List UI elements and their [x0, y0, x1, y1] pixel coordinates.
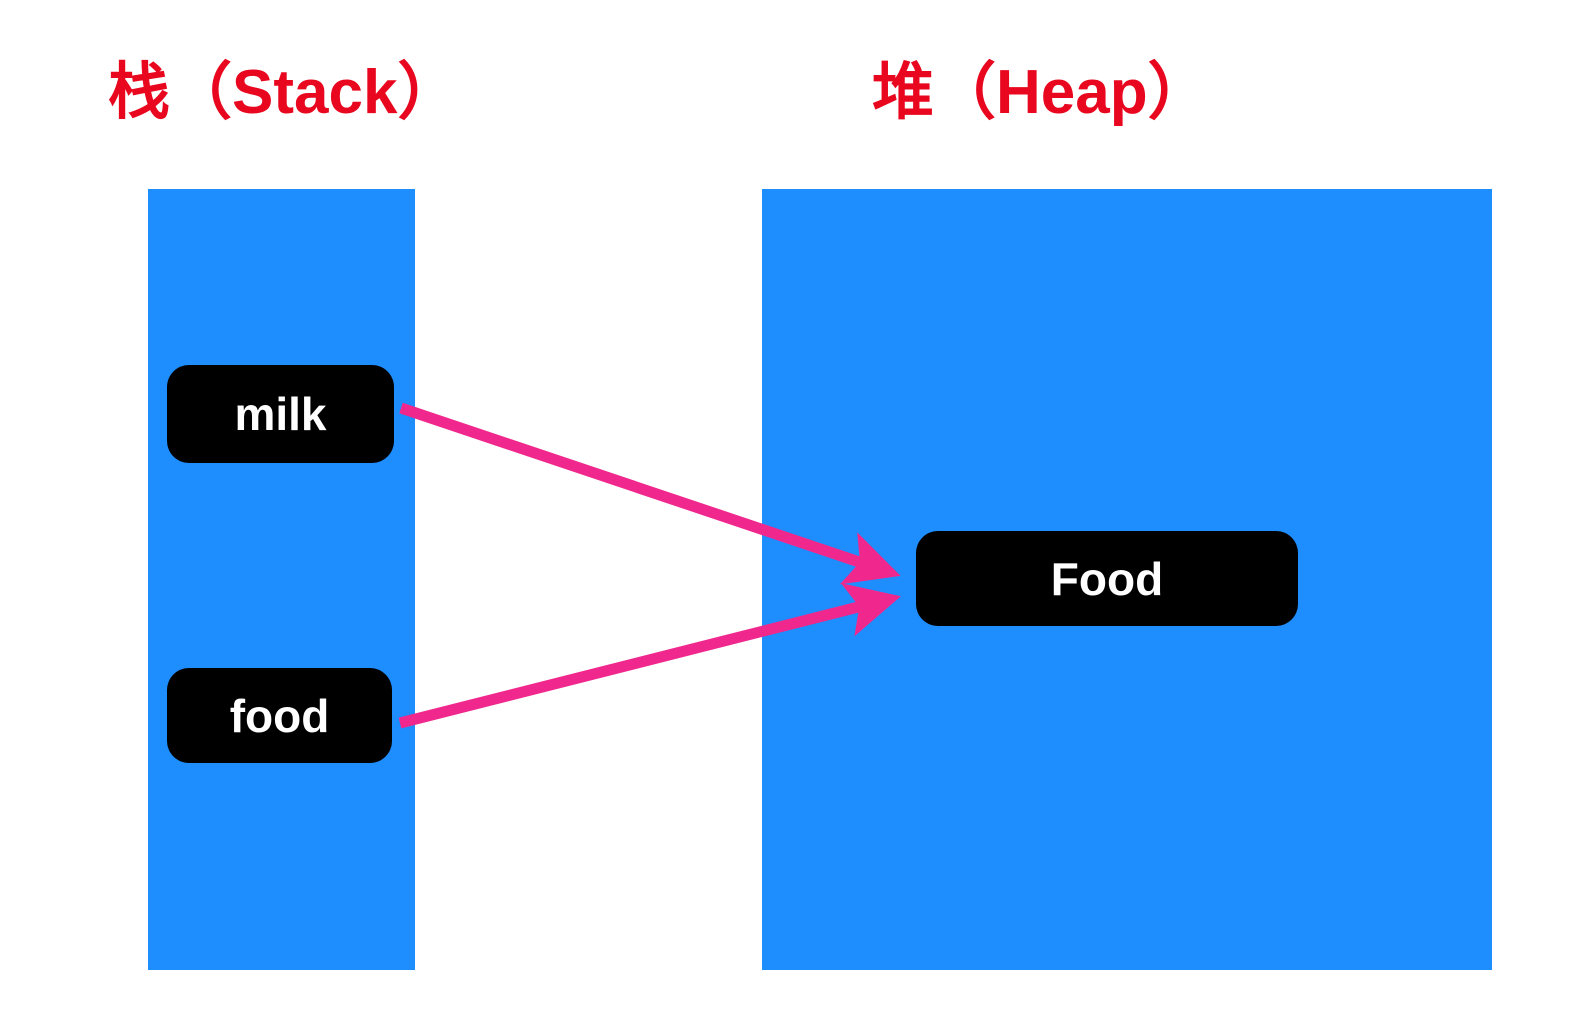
stack-memory-region	[148, 189, 415, 970]
heap-object-food[interactable]: Food	[916, 531, 1298, 626]
heap-object-food-label: Food	[1050, 552, 1164, 605]
stack-variable-food[interactable]: food	[167, 668, 392, 763]
stack-title: 栈（Stack）	[108, 58, 460, 127]
stack-variable-milk-label: milk	[234, 388, 327, 440]
heap-title: 堆（Heap）	[872, 58, 1210, 127]
stack-variable-food-label: food	[229, 689, 330, 742]
stack-variable-milk[interactable]: milk	[167, 365, 394, 463]
